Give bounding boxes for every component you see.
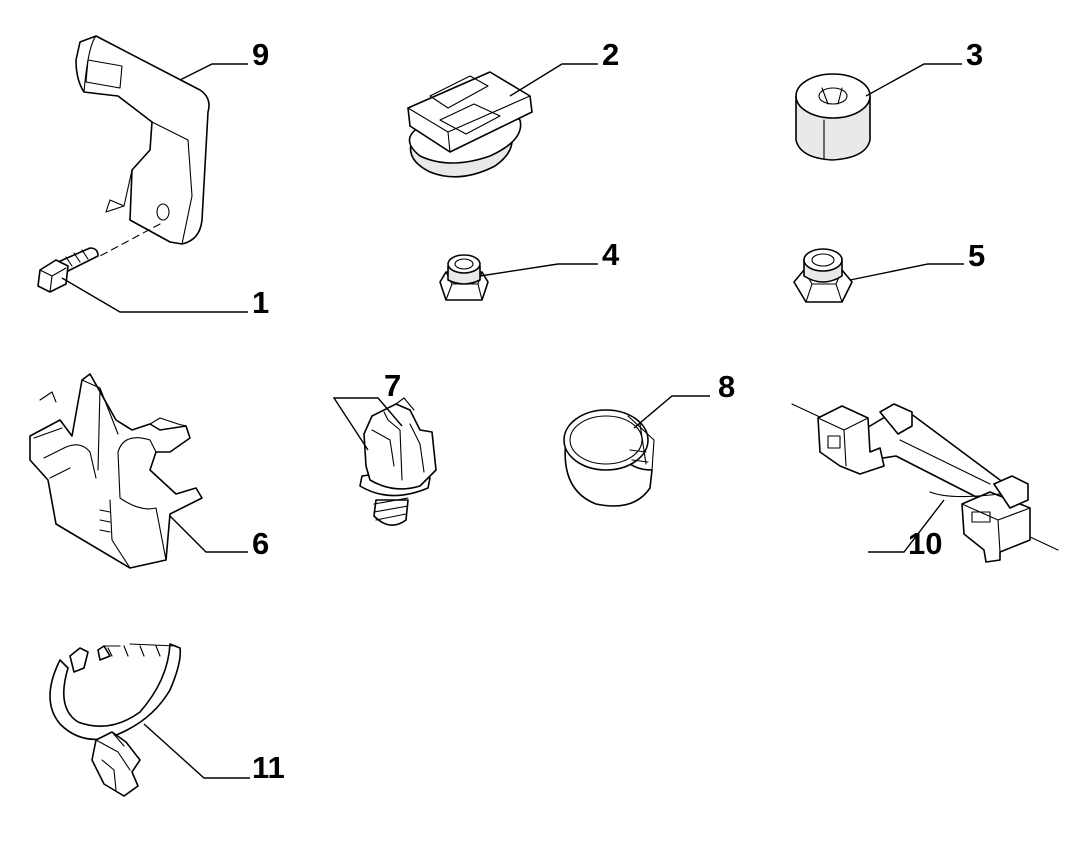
flange-nut-icon — [793, 248, 853, 303]
cable-holder-clip-icon — [29, 373, 203, 569]
callout-9: 9 — [252, 37, 270, 72]
leader-line-10 — [868, 499, 945, 553]
leader-line-4 — [479, 263, 598, 277]
grommet-icon — [407, 71, 533, 178]
wiring-harness-icon — [791, 403, 1059, 563]
leader-lines — [61, 63, 964, 779]
callout-6: 6 — [252, 526, 270, 561]
leader-line-2 — [509, 63, 598, 97]
bracket-icon — [75, 35, 210, 257]
leader-line-11 — [143, 723, 250, 779]
callout-3: 3 — [966, 37, 984, 72]
callout-7: 7 — [384, 368, 402, 403]
leader-line-5 — [849, 263, 964, 281]
spacer-bushing-icon — [795, 73, 871, 161]
leader-line-9 — [179, 63, 248, 81]
callout-10: 10 — [908, 526, 943, 561]
callout-5: 5 — [968, 238, 986, 273]
leader-line-6 — [169, 515, 248, 553]
hose-clamp-icon — [563, 409, 655, 507]
nut-icon — [439, 254, 489, 301]
callout-8: 8 — [718, 369, 736, 404]
callout-11: 11 — [252, 750, 285, 785]
leader-line-3 — [865, 63, 962, 97]
cable-tie-clip-icon — [49, 643, 182, 797]
callout-1: 1 — [252, 285, 270, 320]
callout-4: 4 — [602, 237, 620, 272]
leader-line-1 — [61, 277, 248, 313]
callout-2: 2 — [602, 37, 620, 72]
leader-line-8 — [633, 395, 710, 429]
push-clip-icon — [359, 397, 437, 526]
bolt-icon — [37, 247, 99, 293]
leader-line-7 — [332, 397, 403, 451]
